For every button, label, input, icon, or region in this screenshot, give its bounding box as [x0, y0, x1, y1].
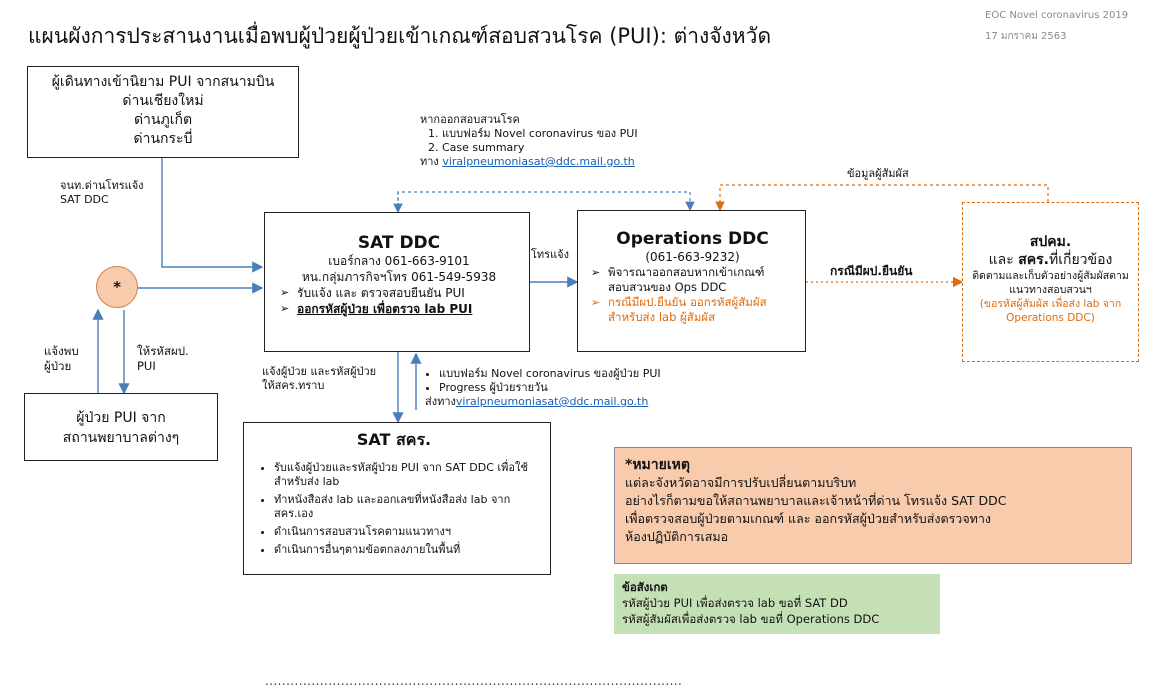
label-officer-call: จนท.ด่านโทรแจ้ง SAT DDC — [60, 179, 144, 207]
remark-line: อย่างไรก็ตามขอให้สถานพยาบาลและเจ้าหน้าที… — [625, 493, 1007, 508]
ops-ddc-box: Operations DDC (061-663-9232) พิจารณาออก… — [577, 210, 806, 352]
ops-ddc-bullet: พิจารณาออกสอบหากเข้าเกณฑ์ สอบสวนของ Ops … — [591, 265, 797, 295]
arrow-traveler-to-sat — [161, 158, 264, 273]
hospital-line: ผู้ป่วย PUI จาก — [76, 410, 166, 426]
remark-line: ห้องปฏิบัติการเสมอ — [625, 529, 729, 544]
label-confirmed-case: กรณีมีผป.ยืนยัน — [830, 264, 913, 278]
label-line: ให้รหัสผป. — [137, 344, 189, 358]
observation-box: ข้อสังเกต รหัสผู้ป่วย PUI เพื่อส่งตรวจ l… — [614, 574, 940, 634]
label-call-notify: โทรแจ้ง — [531, 248, 569, 261]
traveler-line: ด่านกระบี่ — [133, 131, 193, 147]
label-line: ผู้ป่วย — [44, 359, 72, 373]
spdm-title2-prefix: และ — [988, 252, 1019, 268]
sat-skr-bullet: ดำเนินการสอบสวนโรคตามแนวทางฯ — [274, 525, 540, 539]
header-date: 17 มกราคม 2563 — [985, 31, 1067, 42]
arrow-spdm-to-ops — [715, 184, 1049, 212]
label-line: SAT DDC — [60, 193, 109, 206]
remark-line: เพื่อตรวจสอบผู้ป่วยตามเกณฑ์ และ ออกรหัสผ… — [625, 511, 992, 526]
observation-line: รหัสผู้สัมผัสเพื่อส่งตรวจ lab ขอที่ Oper… — [622, 612, 880, 626]
sat-ddc-bullet: ออกรหัสผู้ป่วย เพื่อตรวจ lab PUI — [280, 301, 521, 317]
footer-dotted-line: ........................................… — [265, 674, 683, 688]
label-line: PUI — [137, 359, 156, 373]
spdm-title2-suffix: ที่เกี่ยวข้อง — [1048, 252, 1113, 268]
sat-skr-title: SAT สคร. — [356, 430, 432, 449]
label-notify-skr: แจ้งผู้ป่วย และรหัสผู้ป่วย ให้สคร.ทราบ — [262, 365, 376, 393]
traveler-box: ผู้เดินทางเข้านิยาม PUI จากสนามบิน ด่านเ… — [27, 66, 299, 158]
traveler-line: ผู้เดินทางเข้านิยาม PUI จากสนามบิน — [51, 74, 275, 90]
label-line: แจ้งผู้ป่วย และรหัสผู้ป่วย — [262, 365, 377, 378]
investigation-item: Case summary — [442, 141, 720, 155]
sat-ddc-phone-head: หน.กลุ่มภารกิจฯโทร 061-549-5938 — [301, 270, 497, 284]
spdm-note: (ขอรหัสผู้สัมผัส เพื่อส่ง lab จาก Operat… — [979, 298, 1122, 324]
header-org: EOC Novel coronavirus 2019 — [985, 10, 1129, 21]
form-note-item: แบบฟอร์ม Novel coronavirus ของผู้ป่วย PU… — [439, 367, 715, 381]
sat-ddc-title: SAT DDC — [357, 233, 441, 253]
investigation-heading: หากออกสอบสวนโรค — [420, 113, 520, 126]
label-give-code: ให้รหัสผป. PUI — [137, 344, 189, 374]
label-contact-info: ข้อมูลผู้สัมผัส — [847, 167, 909, 180]
form-note-email-link[interactable]: viralpneumoniasat@ddc.mail.go.th — [455, 395, 649, 408]
remark-line: แต่ละจังหวัดอาจมีการปรับเปลี่ยนตามบริบท — [625, 475, 857, 490]
sat-skr-box: SAT สคร. รับแจ้งผู้ป่วยและรหัสผู้ป่วย PU… — [243, 422, 551, 575]
ops-ddc-bullet: กรณีมีผป.ยืนยัน ออกรหัสผู้สัมผัส สำหรับส… — [591, 295, 797, 325]
dashed-investigation-link — [397, 191, 695, 212]
spdm-title: สปคม. — [1029, 234, 1072, 250]
remark-title: *หมายเหตุ — [625, 457, 690, 473]
investigation-email-link[interactable]: viralpneumoniasat@ddc.mail.go.th — [442, 155, 635, 168]
sat-ddc-box: SAT DDC เบอร์กลาง 061-663-9101 หน.กลุ่มภ… — [264, 212, 530, 352]
label-line: แจ้งพบ — [44, 344, 79, 358]
label-report-patient: แจ้งพบ ผู้ป่วย — [44, 344, 79, 374]
ops-ddc-title: Operations DDC — [616, 229, 769, 249]
observation-line: รหัสผู้ป่วย PUI เพื่อส่งตรวจ lab ขอที่ S… — [622, 596, 848, 610]
traveler-line: ด่านเชียงใหม่ — [122, 93, 204, 109]
form-note-via: ส่งทาง — [425, 395, 456, 408]
spdm-title2-bold: สคร. — [1018, 252, 1049, 268]
page-title: แผนผังการประสานงานเมื่อพบผู้ป่วยผู้ป่วยเ… — [28, 24, 772, 48]
traveler-line: ด่านภูเก็ต — [133, 112, 193, 128]
remark-box: *หมายเหตุ แต่ละจังหวัดอาจมีการปรับเปลี่ย… — [614, 447, 1132, 564]
hospital-box: ผู้ป่วย PUI จาก สถานพยาบาลต่างๆ — [24, 393, 218, 461]
sat-skr-bullet: รับแจ้งผู้ป่วยและรหัสผู้ป่วย PUI จาก SAT… — [274, 461, 540, 489]
investigation-note: หากออกสอบสวนโรค แบบฟอร์ม Novel coronavir… — [420, 113, 720, 169]
investigation-item: แบบฟอร์ม Novel coronavirus ของ PUI — [442, 127, 720, 141]
sat-ddc-phone-main: เบอร์กลาง 061-663-9101 — [328, 254, 470, 268]
spdm-desc: ติดตามและเก็บตัวอย่างผู้สัมผัสตามแนวทางส… — [972, 270, 1129, 296]
spdm-box: สปคม. และ สคร.ที่เกี่ยวข้อง ติดตามและเก็… — [962, 202, 1139, 362]
ops-ddc-phone: (061-663-9232) — [645, 250, 740, 264]
sat-ddc-bullet: รับแจ้ง และ ตรวจสอบยืนยัน PUI — [280, 285, 521, 301]
sat-skr-bullet: ดำเนินการอื่นๆตามข้อตกลงภายในพื้นที่ — [274, 543, 540, 557]
investigation-via: ทาง — [420, 155, 439, 168]
label-line: จนท.ด่านโทรแจ้ง — [60, 179, 144, 192]
form-note: แบบฟอร์ม Novel coronavirus ของผู้ป่วย PU… — [425, 367, 715, 409]
label-line: ให้สคร.ทราบ — [262, 379, 325, 392]
form-note-item: Progress ผู้ป่วยรายวัน — [439, 381, 715, 395]
observation-title: ข้อสังเกต — [622, 580, 668, 594]
sat-skr-bullet: ทำหนังสือส่ง lab และออกเลขที่หนังสือส่ง … — [274, 493, 540, 521]
star-node: * — [96, 266, 138, 308]
hospital-line: สถานพยาบาลต่างๆ — [62, 430, 180, 446]
